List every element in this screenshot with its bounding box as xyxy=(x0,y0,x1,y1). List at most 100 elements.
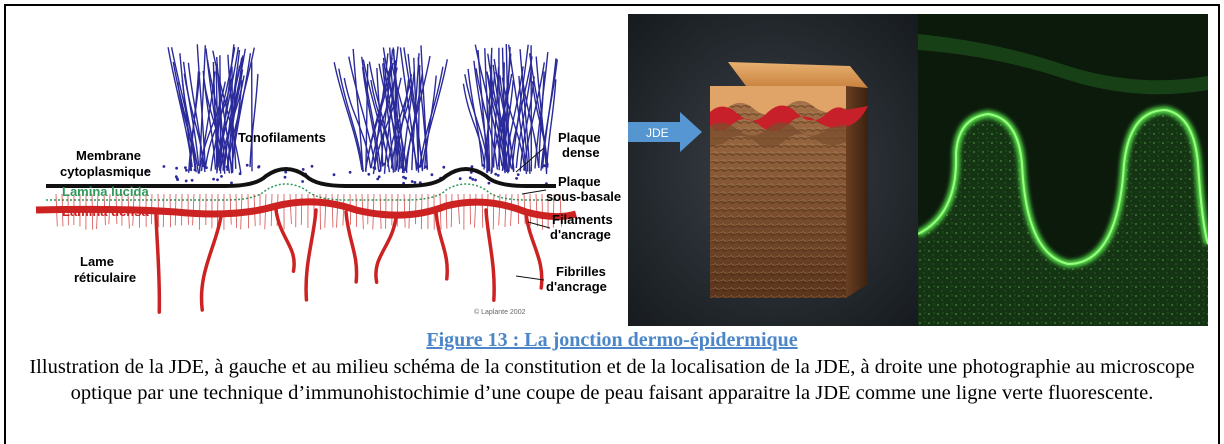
vesicle-dot xyxy=(517,173,520,176)
anchoring-filament xyxy=(356,194,357,227)
label-reticulaire: réticulaire xyxy=(74,270,136,285)
vesicle-dot xyxy=(515,177,518,180)
anchoring-fibril xyxy=(156,214,159,312)
anchoring-filament xyxy=(151,194,152,224)
label-plaque-dense-2: dense xyxy=(562,145,600,160)
vesicle-dot xyxy=(212,178,215,181)
figure-caption-text: Illustration de la JDE, à gauche et au m… xyxy=(10,354,1214,406)
label-filaments: Filaments xyxy=(552,212,613,227)
vesicle-dot xyxy=(284,176,287,179)
vesicle-dot xyxy=(284,171,287,174)
vesicle-dot xyxy=(220,175,223,178)
anchoring-filament xyxy=(290,194,291,224)
anchoring-fibril xyxy=(436,212,447,279)
vesicle-dot xyxy=(400,166,403,169)
label-plaque-dense-1: Plaque xyxy=(558,130,601,145)
anchoring-fibril xyxy=(202,216,221,310)
vesicle-dot xyxy=(425,165,428,168)
vesicle-dot xyxy=(416,163,419,166)
label-fibrilles-ancrage: d'ancrage xyxy=(546,279,607,294)
vesicle-dot xyxy=(378,169,381,172)
anchoring-filament xyxy=(248,194,249,228)
vesicle-dot xyxy=(163,165,166,168)
anchoring-fibrils xyxy=(156,210,542,312)
vesicle-dot xyxy=(239,172,242,175)
vesicle-dot xyxy=(543,164,546,167)
vesicle-dot xyxy=(488,182,491,185)
vesicle-dot xyxy=(482,164,485,167)
anchoring-filament xyxy=(409,194,410,229)
label-plaque-sb-1: Plaque xyxy=(558,174,601,189)
vesicle-dot xyxy=(216,178,219,181)
label-lame: Lame xyxy=(80,254,114,269)
vesicle-dot xyxy=(191,179,194,182)
figure-caption-title: Figure 13 : La jonction dermo-épidermiqu… xyxy=(0,329,1224,352)
anchoring-filament xyxy=(271,194,272,226)
jde-schematic: Tonofilaments Membrane cytoplasmique Lam… xyxy=(16,14,624,326)
vesicle-dot xyxy=(333,173,336,176)
anchoring-fibril xyxy=(346,212,357,282)
anchoring-filament xyxy=(236,194,237,228)
label-tonofilaments: Tonofilaments xyxy=(238,130,326,145)
vesicle-dot xyxy=(175,167,178,170)
anchoring-filament xyxy=(380,194,381,229)
anchoring-filament xyxy=(170,194,171,227)
anchoring-filament xyxy=(446,194,447,229)
vesicle-dot xyxy=(302,168,305,171)
vesicle-dot xyxy=(373,166,376,169)
vesicle-dot xyxy=(469,176,472,179)
vesicle-dot xyxy=(431,173,434,176)
vesicle-dot xyxy=(442,166,445,169)
vesicle-dot xyxy=(546,163,549,166)
skin-block-illustration: JDE xyxy=(628,14,918,326)
vesicle-dot xyxy=(257,166,260,169)
label-copyright: © Laplante 2002 xyxy=(474,308,526,316)
pointer-filaments xyxy=(528,222,550,228)
vesicle-dot xyxy=(176,178,179,181)
anchoring-filament xyxy=(440,194,441,229)
anchoring-filament xyxy=(499,194,500,225)
anchoring-filament xyxy=(458,194,459,224)
tonofilament xyxy=(353,49,363,172)
anchoring-filament xyxy=(518,194,519,224)
vesicle-dot xyxy=(378,175,381,178)
vesicle-dot xyxy=(487,168,490,171)
label-fibrilles: Fibrilles xyxy=(556,264,606,279)
anchoring-filament xyxy=(536,194,537,226)
tonofilament xyxy=(334,62,362,170)
vesicle-dot xyxy=(367,173,370,176)
vesicle-dot xyxy=(459,177,462,180)
anchoring-filament xyxy=(175,194,176,225)
tonofilament xyxy=(366,64,368,172)
vesicle-dot xyxy=(411,180,414,183)
label-cytoplasmique: cytoplasmique xyxy=(60,164,151,179)
label-lamina-lucida: Lamina lucida xyxy=(62,184,149,199)
vesicle-dot xyxy=(184,166,187,169)
anchoring-filament xyxy=(193,194,194,225)
anchoring-filament xyxy=(158,194,159,227)
vesicle-dot xyxy=(474,179,477,182)
vesicle-dot xyxy=(383,163,386,166)
anchoring-filament xyxy=(404,194,405,228)
vesicle-dot xyxy=(349,171,352,174)
label-plaque-sb-2: sous-basale xyxy=(546,189,621,204)
pointer-fibrilles xyxy=(516,276,544,280)
vesicle-dot xyxy=(301,180,304,183)
tonofilament xyxy=(418,65,420,168)
jde-arrow-label: JDE xyxy=(646,126,669,140)
vesicle-dot xyxy=(226,166,229,169)
vesicle-dot xyxy=(494,173,497,176)
vesicle-dot xyxy=(185,169,188,172)
anchoring-filament xyxy=(397,194,398,227)
anchoring-filament xyxy=(451,194,452,227)
anchoring-filament xyxy=(163,194,164,227)
vesicle-dot xyxy=(471,178,474,181)
vesicle-dot xyxy=(419,165,422,168)
vesicle-dot xyxy=(311,165,314,168)
label-filaments-ancrage: d'ancrage xyxy=(550,227,611,242)
tonofilament-bundles xyxy=(168,44,557,174)
fluorescence-micrograph xyxy=(918,14,1208,326)
label-membrane: Membrane xyxy=(76,148,141,163)
anchoring-filament xyxy=(230,194,231,225)
vesicle-dot xyxy=(497,174,500,177)
